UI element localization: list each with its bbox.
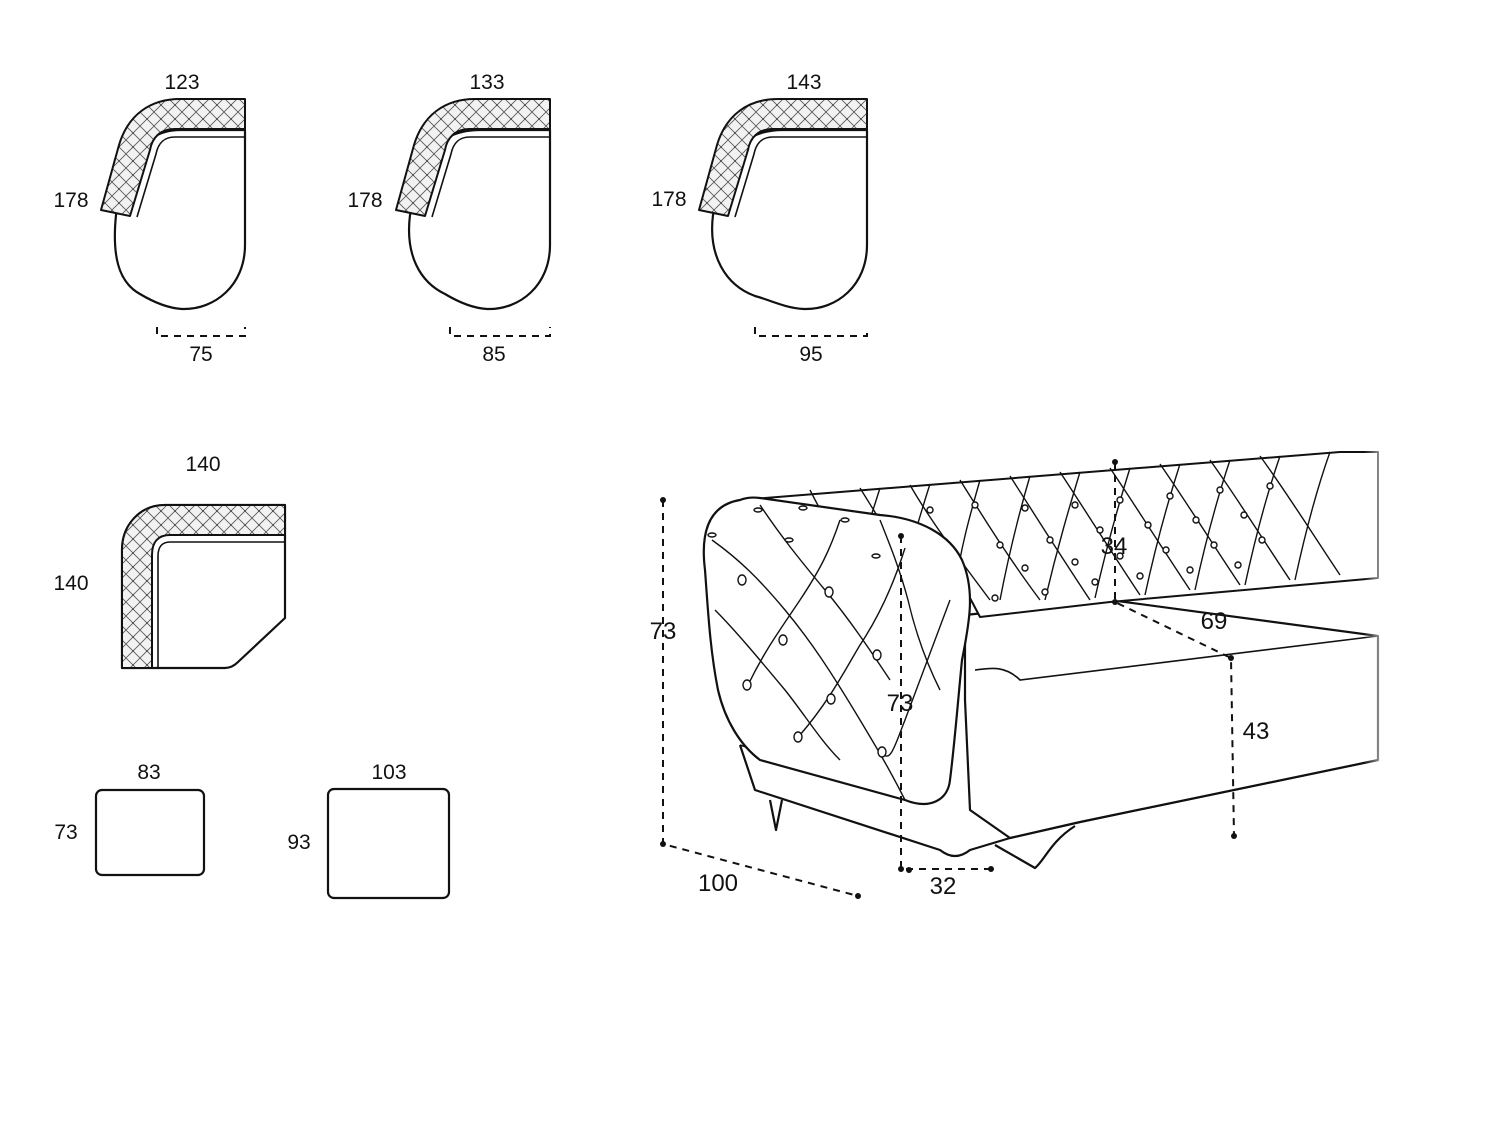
pouf-large-top-label: 103 (371, 761, 406, 784)
square-corner-side-label: 140 (53, 572, 88, 595)
pouf-large-outline (326, 787, 451, 900)
corner-module-3-dimension-line (754, 327, 868, 337)
corner-module-2: 133 178 85 (347, 71, 552, 366)
corner-module-1-top-label: 123 (164, 71, 199, 94)
corner-module-3: 143 178 95 (651, 71, 869, 366)
sofa-arm (702, 496, 972, 805)
square-corner-module: 140 140 (53, 453, 287, 670)
corner-module-1-dimension-line (156, 327, 246, 337)
pouf-small: 83 73 (54, 761, 206, 877)
sofa-perspective (702, 440, 1390, 870)
pouf-large-side-label: 93 (287, 831, 310, 854)
pouf-small-top-label: 83 (137, 761, 160, 784)
sofa-seat-depth-label: 69 (1201, 608, 1228, 635)
sofa-height-label: 73 (650, 618, 677, 645)
corner-module-1-bottom-label: 75 (189, 343, 212, 366)
pouf-small-side-label: 73 (54, 821, 77, 844)
corner-module-2-top-label: 133 (469, 71, 504, 94)
sofa-depth-label: 100 (698, 870, 738, 897)
pouf-small-outline (94, 788, 206, 877)
corner-module-1: 123 178 75 (53, 71, 247, 366)
sofa-back-depth-label: 34 (1101, 533, 1128, 560)
sofa-leg-side (994, 825, 1076, 870)
pouf-large: 103 93 (287, 761, 451, 900)
square-corner-top-label: 140 (185, 453, 220, 476)
corner-module-1-side-label: 178 (53, 189, 88, 212)
corner-module-2-dimension-line (449, 327, 551, 337)
sofa-leg-front (768, 799, 784, 832)
corner-module-3-side-label: 178 (651, 188, 686, 211)
sofa-seat-height-label: 43 (1243, 718, 1270, 745)
corner-module-3-top-label: 143 (786, 71, 821, 94)
corner-module-2-bottom-label: 85 (482, 343, 505, 366)
sofa-arm-height-label: 73 (887, 690, 914, 717)
square-corner-module-backrest (121, 504, 286, 669)
corner-module-3-bottom-label: 95 (799, 343, 822, 366)
corner-module-2-backrest (395, 98, 551, 217)
corner-module-1-backrest (100, 98, 246, 217)
sofa-dimension-lines (660, 459, 1237, 899)
corner-module-3-backrest (698, 98, 868, 217)
corner-module-2-side-label: 178 (347, 189, 382, 212)
sofa-arm-width-label: 32 (930, 873, 957, 900)
sofa-arm-tufting (707, 504, 951, 801)
